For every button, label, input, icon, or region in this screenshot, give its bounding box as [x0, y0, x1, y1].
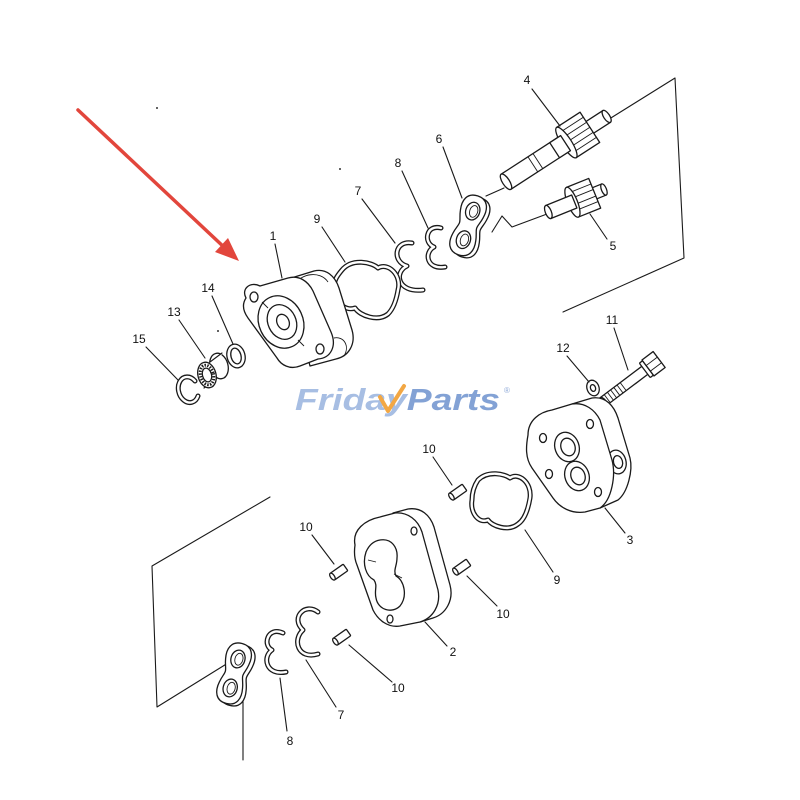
- part-9-seal-lower: [469, 471, 533, 531]
- leader-line: [424, 621, 448, 647]
- bolt-hole: [544, 468, 554, 480]
- leader-line: [311, 534, 335, 565]
- callout-label: 8: [395, 156, 402, 170]
- leader-line: [524, 529, 554, 573]
- bolt-hole: [315, 343, 325, 355]
- callout-label: 11: [606, 313, 619, 327]
- callout-label: 4: [524, 73, 531, 87]
- callout-label: 3: [627, 533, 634, 547]
- needle-rollers: [198, 363, 216, 387]
- upper-link-line: [485, 187, 505, 197]
- callout-label: 12: [556, 341, 570, 355]
- bolt-hole: [585, 418, 595, 430]
- watermark-registered-mark: ®: [504, 386, 510, 395]
- callout-label: 2: [450, 645, 457, 659]
- callout-label: 9: [314, 212, 321, 226]
- part-10-dowel-pin: [331, 628, 352, 646]
- lower-bracket-line: [151, 496, 271, 708]
- bolt-hole: [386, 614, 394, 624]
- callout-label: 5: [610, 239, 617, 253]
- leader-line: [361, 198, 396, 244]
- callout-label: 15: [132, 332, 146, 346]
- callout-label: 10: [496, 607, 510, 621]
- arrow-head: [215, 238, 239, 261]
- leader-line: [274, 243, 283, 279]
- gear-cavity: [363, 539, 406, 611]
- callout-label: 7: [355, 184, 362, 198]
- callout-label: 14: [201, 281, 215, 295]
- bolt-hole: [410, 526, 418, 536]
- callout-label: 13: [167, 305, 181, 319]
- part-1-flange-housing: [242, 269, 354, 369]
- red-arrow-pointer: [76, 108, 239, 261]
- leader-line: [348, 644, 393, 683]
- callout-label: 9: [554, 573, 561, 587]
- callout-label: 10: [299, 520, 313, 534]
- leader-line: [604, 507, 626, 534]
- leader-line: [432, 456, 453, 486]
- frame-lines: [151, 77, 685, 761]
- shaft-end: [499, 173, 513, 191]
- part-8-clip-lower: [264, 629, 289, 675]
- part-6-plate-upper: [449, 194, 491, 259]
- leader-line: [466, 575, 498, 607]
- part-3-cover: [525, 397, 632, 514]
- watermark-part2: Parts: [407, 382, 500, 417]
- part-7-clip-upper: [394, 240, 426, 293]
- upper-bracket-line: [562, 77, 685, 313]
- callout-label: 7: [338, 708, 345, 722]
- callout-label: 10: [422, 442, 436, 456]
- part-2-gear-housing: [353, 508, 452, 627]
- part-10-dowel-pin: [447, 483, 468, 501]
- callout-label: 1: [270, 229, 277, 243]
- leader-line: [401, 170, 429, 229]
- bolt-hole: [249, 291, 259, 303]
- shaft-end: [543, 204, 553, 220]
- leader-line: [279, 677, 288, 732]
- watermark-part1: Friday: [295, 382, 409, 417]
- leader-line: [211, 295, 234, 345]
- bolt-hole: [593, 486, 603, 498]
- leader-line: [613, 327, 629, 371]
- part-10-dowel-pin: [451, 558, 472, 576]
- part-4-shaft-gear: [499, 109, 612, 191]
- part-15-snap-ring: [175, 374, 201, 406]
- part-12-washer: [586, 379, 600, 397]
- leader-line: [566, 355, 590, 383]
- leader-line: [442, 146, 463, 199]
- part-7-clip-lower: [295, 606, 321, 658]
- speck: [217, 330, 219, 332]
- leader-line: [145, 346, 179, 381]
- callout-label: 8: [287, 734, 294, 748]
- leader-line: [321, 226, 346, 263]
- leader-lines: [145, 88, 629, 732]
- part-13-bearing: [197, 352, 229, 389]
- leader-line: [305, 659, 337, 708]
- part-5-shaft-gear: [543, 177, 608, 220]
- callout-labels: 4 6 8 7 9 1 5 14 13 15 11 12 10 10 3 9 1…: [132, 73, 633, 748]
- part-10-dowel-pin: [328, 563, 349, 581]
- callout-label: 10: [391, 681, 405, 695]
- leader-line: [531, 88, 561, 127]
- bolt-head: [641, 350, 666, 377]
- part-14-washer: [226, 343, 246, 369]
- arrow-shaft: [76, 108, 228, 251]
- speck: [339, 168, 341, 170]
- bolt-hole: [538, 432, 548, 444]
- leader-line: [589, 213, 608, 240]
- shaft-bore: [275, 313, 291, 331]
- speck: [156, 107, 158, 109]
- leader-line: [178, 319, 206, 359]
- part-8-clip-upper: [424, 225, 448, 270]
- watermark-check-icon: [378, 384, 406, 413]
- part-6-plate-lower: [216, 642, 256, 707]
- upper-step-line: [491, 213, 548, 233]
- callout-label: 6: [436, 132, 443, 146]
